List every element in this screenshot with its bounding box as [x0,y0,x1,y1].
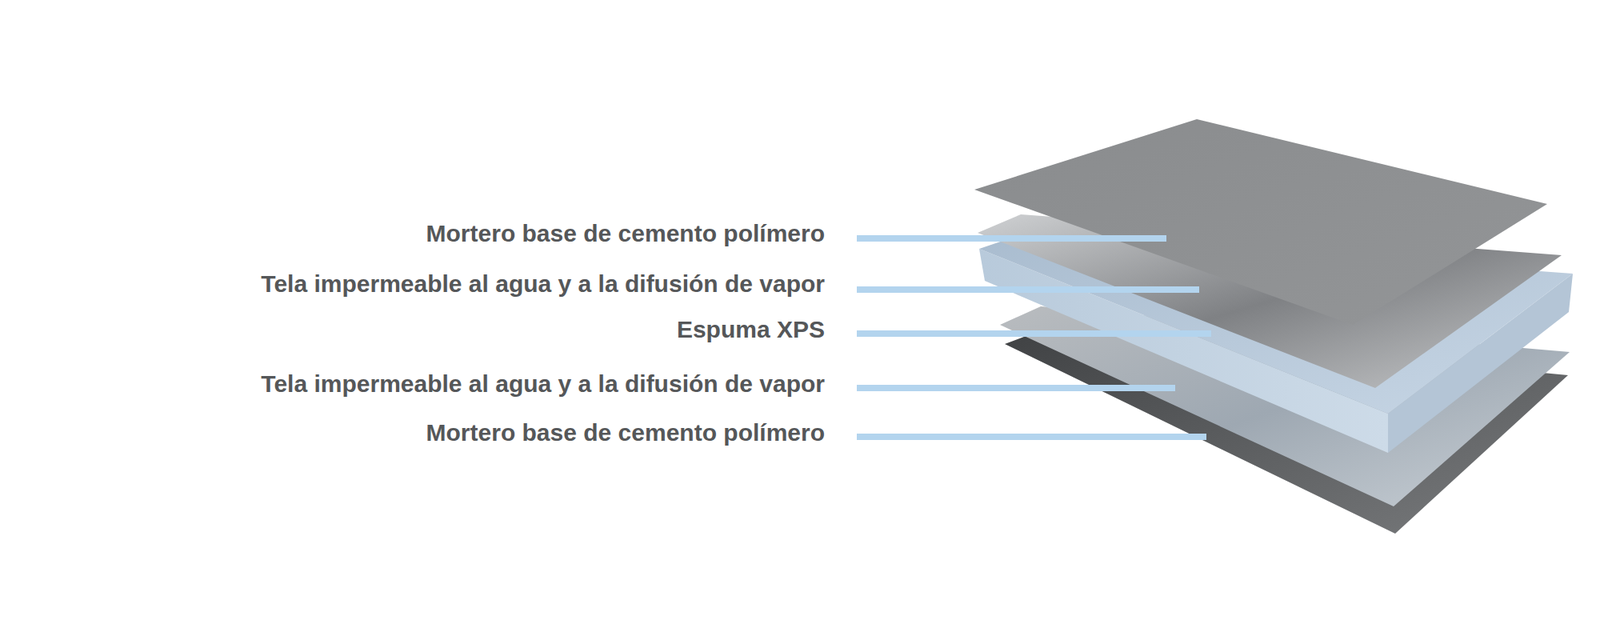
leader-line [856,235,1167,242]
leader-line [856,286,1200,293]
leader-line [856,433,1207,440]
layer-label: Tela impermeable al agua y a la difusión… [260,369,825,399]
leader-line [856,330,1212,337]
top-mortar [974,119,1548,325]
layer-label: Espuma XPS [676,315,825,344]
layer-label: Mortero base de cemento polímero [426,219,825,248]
layer-label: Mortero base de cemento polímero [426,418,825,448]
leader-lines [856,238,1212,437]
layer-label: Tela impermeable al agua y a la difusión… [260,269,825,299]
leader-line [856,384,1176,392]
